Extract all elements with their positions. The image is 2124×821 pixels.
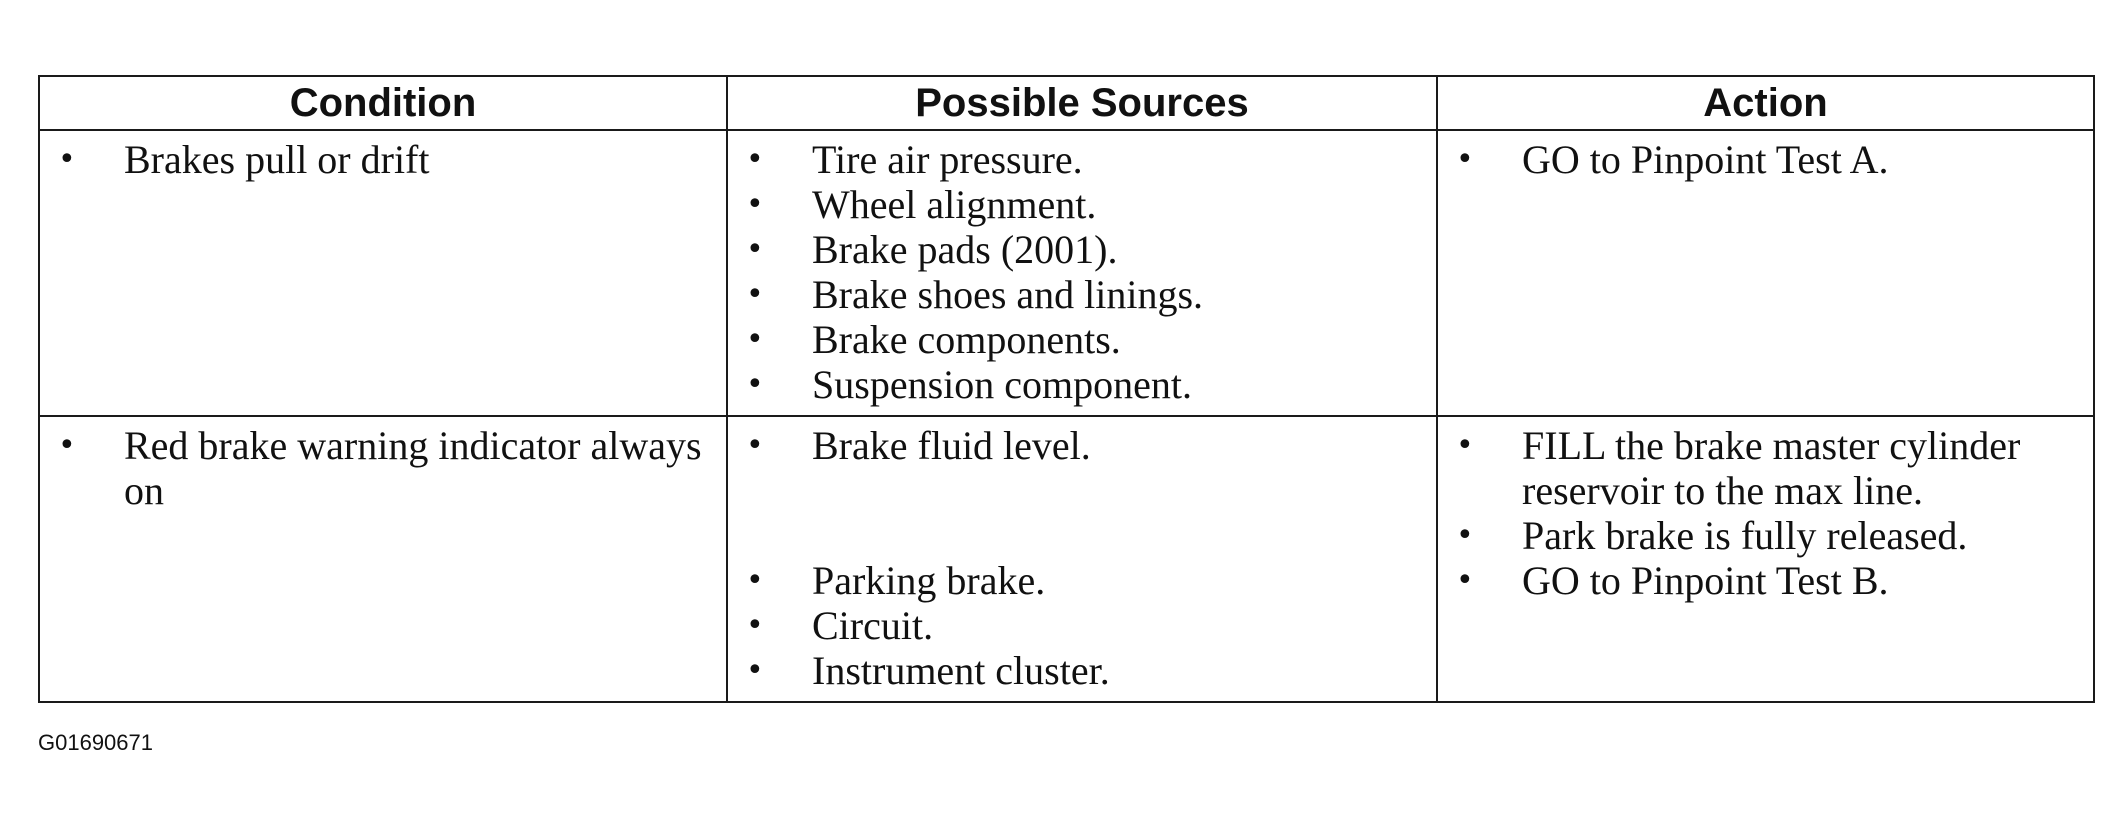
bullet-icon: • [746, 232, 764, 267]
bullet-icon: • [1456, 563, 1474, 598]
list-item: •Tire air pressure. [746, 137, 1083, 182]
bullet-icon: • [1456, 428, 1474, 463]
possible-sources-cell: •Tire air pressure. •Wheel alignment. •B… [726, 129, 1438, 417]
bullet-icon: • [746, 608, 764, 643]
table-header-row: Condition Possible Sources Action [38, 75, 2095, 131]
header-condition: Condition [38, 75, 728, 131]
list-spacer [740, 468, 1424, 558]
bullet-icon: • [1456, 518, 1474, 553]
list-item: •Parking brake. [746, 558, 1046, 603]
action-list: •GO to Pinpoint Test A. [1450, 137, 2081, 182]
bullet-icon: • [1456, 142, 1474, 177]
bullet-icon: • [746, 277, 764, 312]
diagnosis-table: Condition Possible Sources Action •Brake… [38, 75, 2095, 703]
condition-cell: •Red brake warning indicator always on [38, 415, 728, 703]
sources-list: •Tire air pressure. •Wheel alignment. •B… [740, 137, 1424, 407]
possible-sources-cell: •Brake fluid level. •Parking brake. •Cir… [726, 415, 1438, 703]
action-list: •FILL the brake master cylinder reservoi… [1450, 423, 2081, 603]
bullet-icon: • [58, 142, 76, 177]
list-item: •FILL the brake master cylinder reservoi… [1456, 423, 2021, 513]
diagnosis-table-container: Condition Possible Sources Action •Brake… [38, 75, 2095, 703]
list-item: •Instrument cluster. [746, 648, 1110, 693]
list-item: •Brake components. [746, 317, 1121, 362]
condition-cell: •Brakes pull or drift [38, 129, 728, 417]
bullet-icon: • [746, 142, 764, 177]
bullet-icon: • [746, 428, 764, 463]
sources-list: •Parking brake. •Circuit. •Instrument cl… [740, 558, 1424, 693]
bullet-icon: • [746, 563, 764, 598]
action-cell: •GO to Pinpoint Test A. [1436, 129, 2095, 417]
header-action: Action [1436, 75, 2095, 131]
condition-list: •Brakes pull or drift [52, 137, 714, 182]
table-row: •Red brake warning indicator always on •… [38, 415, 2095, 703]
bullet-icon: • [58, 428, 76, 463]
list-item: •GO to Pinpoint Test B. [1456, 558, 1889, 603]
bullet-icon: • [746, 187, 764, 222]
list-item: •Brakes pull or drift [58, 137, 430, 182]
header-possible-sources: Possible Sources [726, 75, 1438, 131]
list-item: •Park brake is fully released. [1456, 513, 1968, 558]
list-item: •Brake fluid level. [746, 423, 1091, 468]
list-item: •Brake shoes and linings. [746, 272, 1204, 317]
bullet-icon: • [746, 322, 764, 357]
list-item: •Wheel alignment. [746, 182, 1097, 227]
bullet-icon: • [746, 653, 764, 688]
list-item: •Suspension component. [746, 362, 1192, 407]
list-item: •Brake pads (2001). [746, 227, 1118, 272]
table-row: •Brakes pull or drift •Tire air pressure… [38, 129, 2095, 417]
figure-id: G01690671 [38, 730, 153, 755]
bullet-icon: • [746, 367, 764, 402]
list-item: •Red brake warning indicator always on [58, 423, 702, 513]
action-cell: •FILL the brake master cylinder reservoi… [1436, 415, 2095, 703]
list-item: •Circuit. [746, 603, 934, 648]
condition-list: •Red brake warning indicator always on [52, 423, 714, 513]
list-item: •GO to Pinpoint Test A. [1456, 137, 1889, 182]
sources-list: •Brake fluid level. [740, 423, 1424, 468]
